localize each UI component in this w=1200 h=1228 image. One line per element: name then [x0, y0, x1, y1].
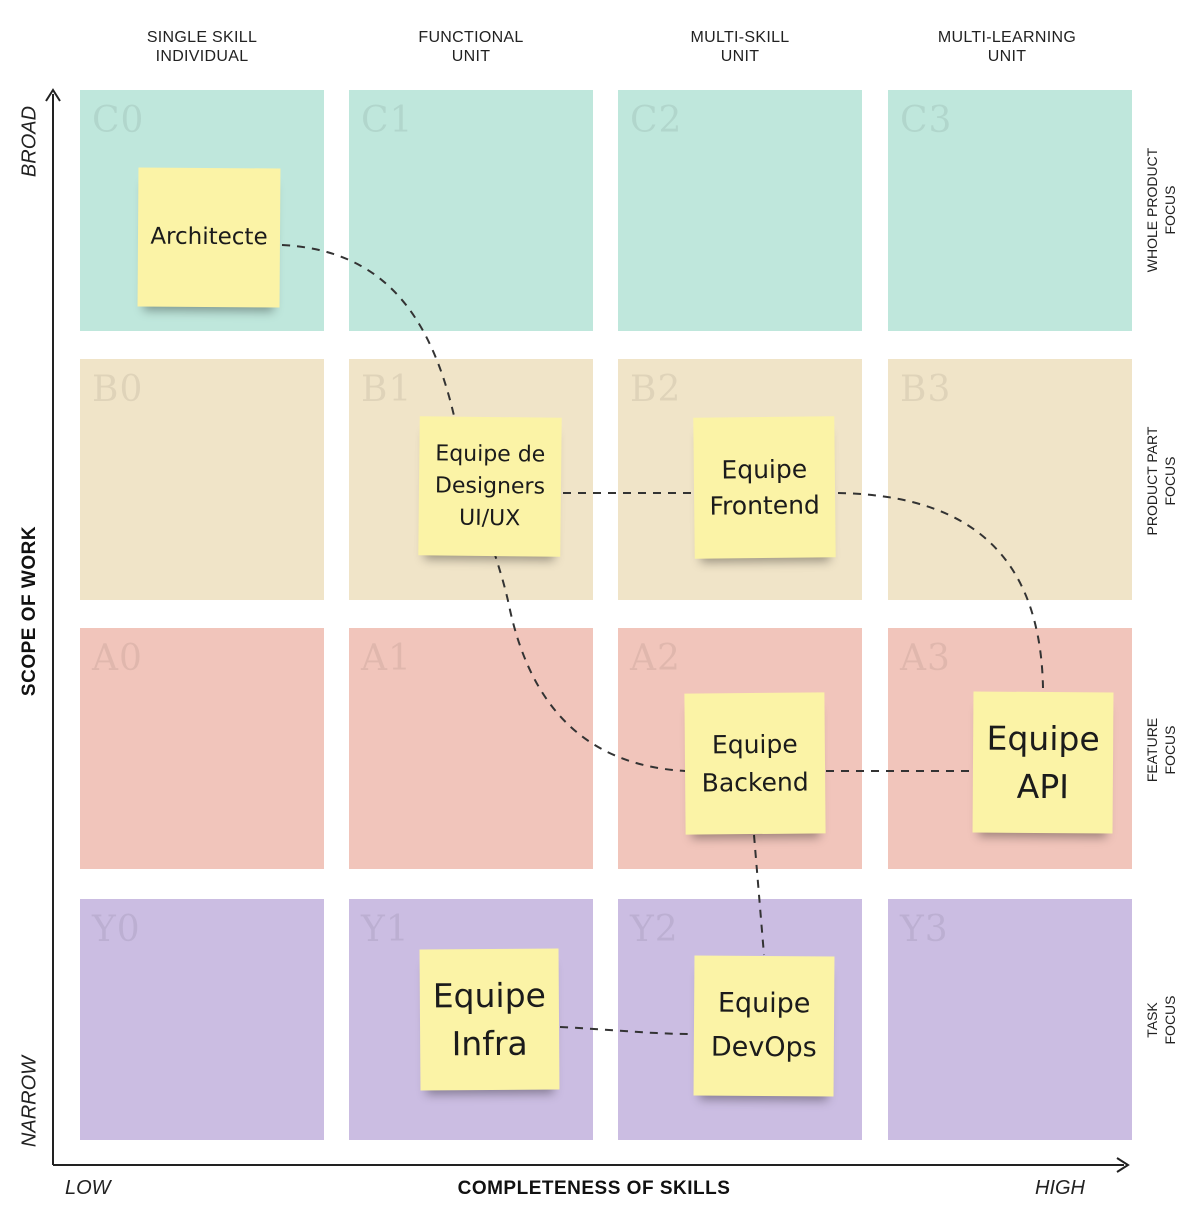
note-text-line: Equipe — [721, 454, 808, 484]
sticky-note-designers-uiux[interactable]: Equipe de Designers UI/UX — [418, 416, 562, 557]
column-header-line2: INDIVIDUAL — [155, 48, 249, 65]
column-header-line2: UNIT — [720, 48, 760, 65]
column-header-line1: MULTI-LEARNING — [937, 29, 1077, 46]
note-text-line: Equipe — [711, 729, 798, 759]
column-header-line1: SINGLE SKILL — [146, 29, 258, 46]
x-axis-low-label: LOW — [65, 1177, 111, 1199]
column-header-line2: UNIT — [987, 48, 1027, 65]
cell-y3: Y3 — [888, 899, 1132, 1140]
column-header-line1: MULTI-SKILL — [690, 29, 790, 46]
sticky-note-frontend[interactable]: Equipe Frontend — [693, 416, 836, 559]
cell-a1: A1 — [349, 628, 593, 869]
column-header-functional: FUNCTIONAL UNIT — [346, 28, 596, 66]
note-text-line: Backend — [701, 767, 809, 797]
cell-y0: Y0 — [80, 899, 324, 1140]
note-text-line: Equipe de — [435, 440, 546, 468]
row-label-task: TASK FOCUS — [1143, 900, 1187, 1140]
x-axis-arrowhead — [1116, 1157, 1130, 1173]
cell-code: Y0 — [92, 909, 141, 950]
note-text-line: Equipe — [986, 718, 1100, 758]
cell-code: Y2 — [630, 909, 679, 950]
note-text-line: UI/UX — [458, 505, 521, 531]
note-text-line: DevOps — [710, 1031, 817, 1064]
row-label-product-part: PRODUCT PART FOCUS — [1143, 361, 1187, 601]
row-label-line1: PRODUCT PART — [1144, 426, 1160, 536]
cell-c3: C3 — [888, 90, 1132, 331]
row-label-line2: FOCUS — [1162, 725, 1178, 775]
sticky-note-backend[interactable]: Equipe Backend — [684, 692, 826, 835]
cell-c1: C1 — [349, 90, 593, 331]
sticky-note-architecte[interactable]: Architecte — [137, 167, 281, 308]
cell-code: C0 — [92, 100, 145, 141]
cell-code: B0 — [92, 369, 144, 410]
cell-code: C3 — [900, 100, 953, 141]
row-label-line1: WHOLE PRODUCT — [1144, 147, 1160, 273]
row-label-whole-product: WHOLE PRODUCT FOCUS — [1143, 90, 1187, 330]
row-label-line2: FOCUS — [1162, 995, 1178, 1045]
sticky-note-api[interactable]: Equipe API — [972, 691, 1114, 834]
x-axis-high-label: HIGH — [1035, 1177, 1085, 1199]
cell-code: A1 — [361, 638, 412, 679]
cell-c2: C2 — [618, 90, 862, 331]
note-text-line: Equipe — [432, 975, 547, 1015]
cell-a0: A0 — [80, 628, 324, 869]
y-axis-arrowhead — [45, 88, 61, 102]
note-text-line: API — [1016, 766, 1070, 806]
row-label-line1: FEATURE — [1144, 717, 1160, 783]
cell-code: C2 — [630, 100, 683, 141]
cell-code: A3 — [900, 638, 951, 679]
column-header-line2: UNIT — [451, 48, 491, 65]
cell-code: Y3 — [900, 909, 949, 950]
cell-code: B2 — [630, 369, 682, 410]
note-text-line: Frontend — [709, 489, 820, 521]
cell-code: A0 — [92, 638, 143, 679]
row-label-line1: TASK — [1144, 1002, 1160, 1038]
cell-code: B1 — [361, 369, 413, 410]
x-axis-title: COMPLETENESS OF SKILLS — [457, 1178, 731, 1199]
cell-b3: B3 — [888, 359, 1132, 600]
y-axis-title: SCOPE OF WORK — [19, 525, 40, 697]
column-header-multi-skill: MULTI-SKILL UNIT — [615, 28, 865, 66]
cell-code: C1 — [361, 100, 414, 141]
column-header-line1: FUNCTIONAL — [418, 29, 524, 46]
row-label-line2: FOCUS — [1162, 456, 1178, 506]
row-label-feature: FEATURE FOCUS — [1143, 630, 1187, 870]
cell-code: A2 — [630, 638, 681, 679]
cell-b0: B0 — [80, 359, 324, 600]
note-text-line: Infra — [451, 1023, 528, 1063]
column-header-single-skill: SINGLE SKILL INDIVIDUAL — [77, 28, 327, 66]
y-axis-high-label: BROAD — [18, 105, 41, 178]
cell-code: Y1 — [361, 909, 410, 950]
sticky-note-infra[interactable]: Equipe Infra — [419, 948, 560, 1091]
column-header-multi-learning: MULTI-LEARNING UNIT — [882, 28, 1132, 66]
note-text-line: Designers — [434, 472, 546, 500]
sticky-note-devops[interactable]: Equipe DevOps — [693, 955, 835, 1097]
note-text-line: Architecte — [150, 223, 268, 251]
note-text-line: Equipe — [717, 987, 811, 1020]
y-axis-low-label: NARROW — [18, 1055, 41, 1148]
cell-code: B3 — [900, 369, 952, 410]
row-label-line2: FOCUS — [1162, 185, 1178, 235]
